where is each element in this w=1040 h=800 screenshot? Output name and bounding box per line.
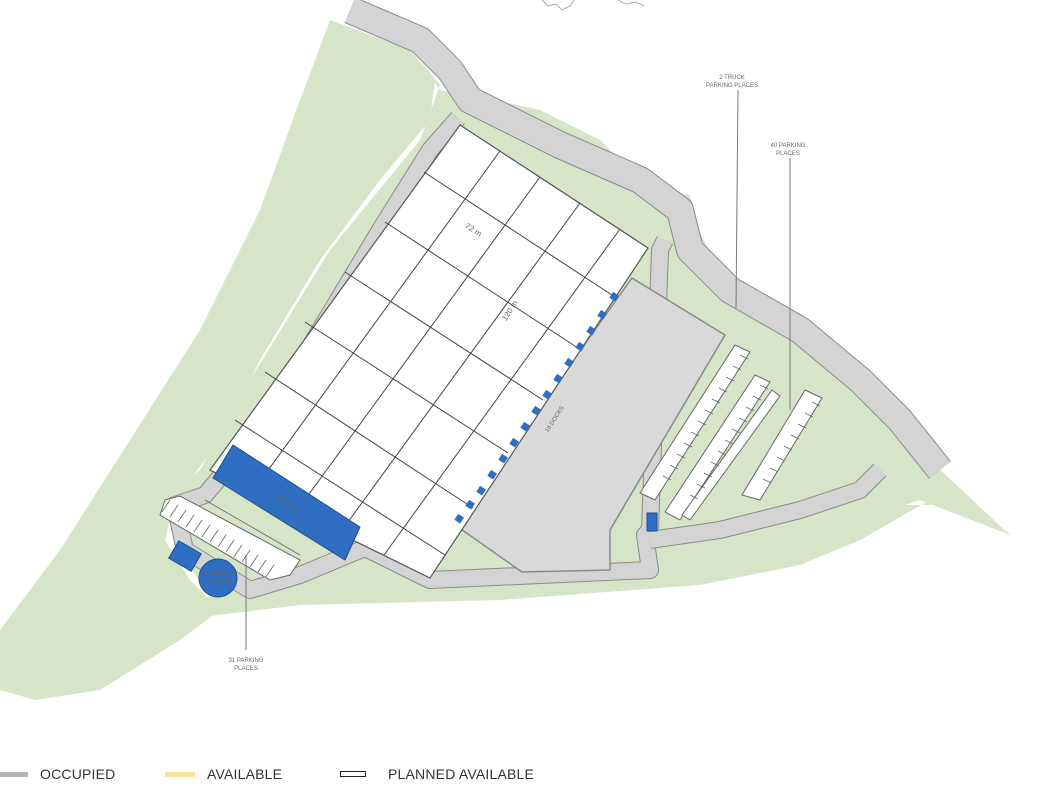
dock-door <box>564 357 574 368</box>
legend: OCCUPIED AVAILABLE PLANNED AVAILABLE <box>0 762 1040 786</box>
legend-available: AVAILABLE <box>165 762 282 786</box>
legend-planned-label: PLANNED AVAILABLE <box>388 766 535 782</box>
dock-door <box>509 437 519 448</box>
parking31-label-line2: PLACES <box>234 666 258 672</box>
neighbouring-outline-2 <box>617 0 645 7</box>
parking31-label-line1: 31 PARKING <box>229 658 264 664</box>
dock-door <box>553 373 563 384</box>
truck-parking-label-line1: 2 TRUCK <box>719 75 745 81</box>
legend-occupied: OCCUPIED <box>0 762 116 786</box>
parking-east-stalls <box>662 354 821 500</box>
dock-door <box>465 499 475 510</box>
access-road-fill <box>344 0 951 479</box>
parking40-label-line2: PLACES <box>776 151 800 157</box>
legend-available-label: AVAILABLE <box>207 766 283 782</box>
dock-door <box>476 485 486 496</box>
legend-available-swatch <box>165 771 195 777</box>
dock-door <box>520 421 530 432</box>
dock-door <box>597 309 607 320</box>
legend-planned-available: PLANNED AVAILABLE <box>340 762 534 786</box>
sprinkler-label-line1: SPRINKLER <box>202 571 233 577</box>
truck-parking-label-line2: PARKING PLACES <box>706 83 758 89</box>
gatehouse <box>646 512 658 532</box>
legend-planned-swatch <box>340 771 366 777</box>
legend-occupied-label: OCCUPIED <box>40 766 116 782</box>
green-area-northeast <box>470 95 1010 535</box>
truck-parking-leader <box>735 89 739 309</box>
building-grid <box>234 150 621 556</box>
warehouse-building <box>209 124 649 579</box>
dock-door <box>575 341 585 352</box>
neighbouring-outline <box>541 0 575 11</box>
dock-door <box>542 389 552 400</box>
dock-door <box>609 291 619 302</box>
green-area-south-strip <box>135 500 1015 625</box>
dock-door <box>531 405 541 416</box>
parking-west <box>159 495 301 581</box>
dock-door <box>498 453 508 464</box>
tank-structure <box>168 540 202 572</box>
parking40-label-line1: 40 PARKING <box>771 143 806 149</box>
parking-east <box>639 344 823 521</box>
east-road-loop-fill <box>648 464 886 548</box>
office-block <box>212 444 361 561</box>
legend-occupied-swatch <box>0 771 28 777</box>
dock-doors <box>454 291 619 524</box>
dock-door <box>586 325 596 336</box>
sprinkler-label-line2: STATION <box>206 579 229 585</box>
site-plan: OFFICE 72 m 120 m 16 DOCKS <box>0 0 1015 700</box>
sprinkler-station <box>198 558 238 598</box>
green-area-southwest <box>0 20 435 700</box>
dock-door <box>487 469 497 480</box>
dock-door <box>454 513 464 524</box>
